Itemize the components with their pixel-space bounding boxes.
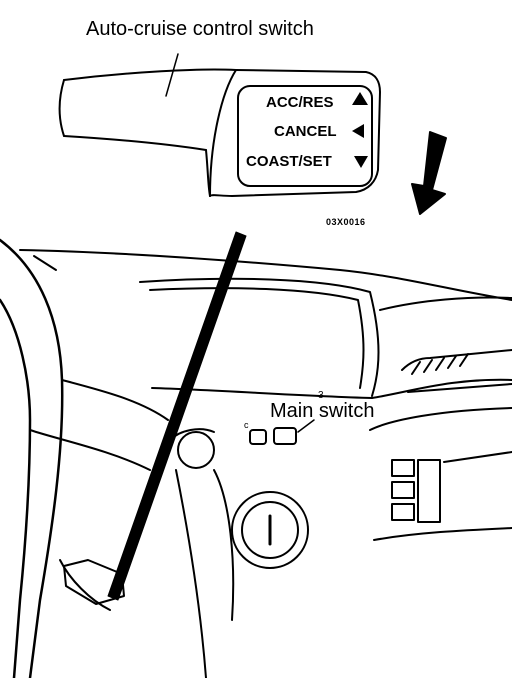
coast-set-label: COAST/SET	[246, 153, 332, 170]
triangle-left-icon	[352, 124, 364, 138]
pointer-bar	[107, 231, 247, 601]
stalk-tab	[63, 559, 125, 605]
steering-wheel	[0, 238, 169, 680]
svg-text:3: 3	[318, 390, 324, 401]
triangle-up-icon	[352, 92, 368, 105]
direction-arrow-icon	[411, 131, 447, 215]
dashboard-outline	[19, 249, 512, 679]
triangle-down-icon	[354, 156, 368, 168]
svg-text:c: c	[244, 420, 249, 430]
cancel-label: CANCEL	[274, 123, 337, 140]
main-switch-label: Main switch	[270, 400, 375, 422]
main-switch-button	[273, 427, 297, 445]
stalk-leader-line	[165, 53, 179, 97]
auto-cruise-switch-label: Auto-cruise control switch	[86, 18, 314, 40]
main-switch-leader-line	[297, 419, 315, 433]
acc-res-label: ACC/RES	[266, 94, 334, 111]
cruise-stalk	[58, 53, 381, 197]
figure-code-label: 03X0016	[326, 217, 366, 227]
